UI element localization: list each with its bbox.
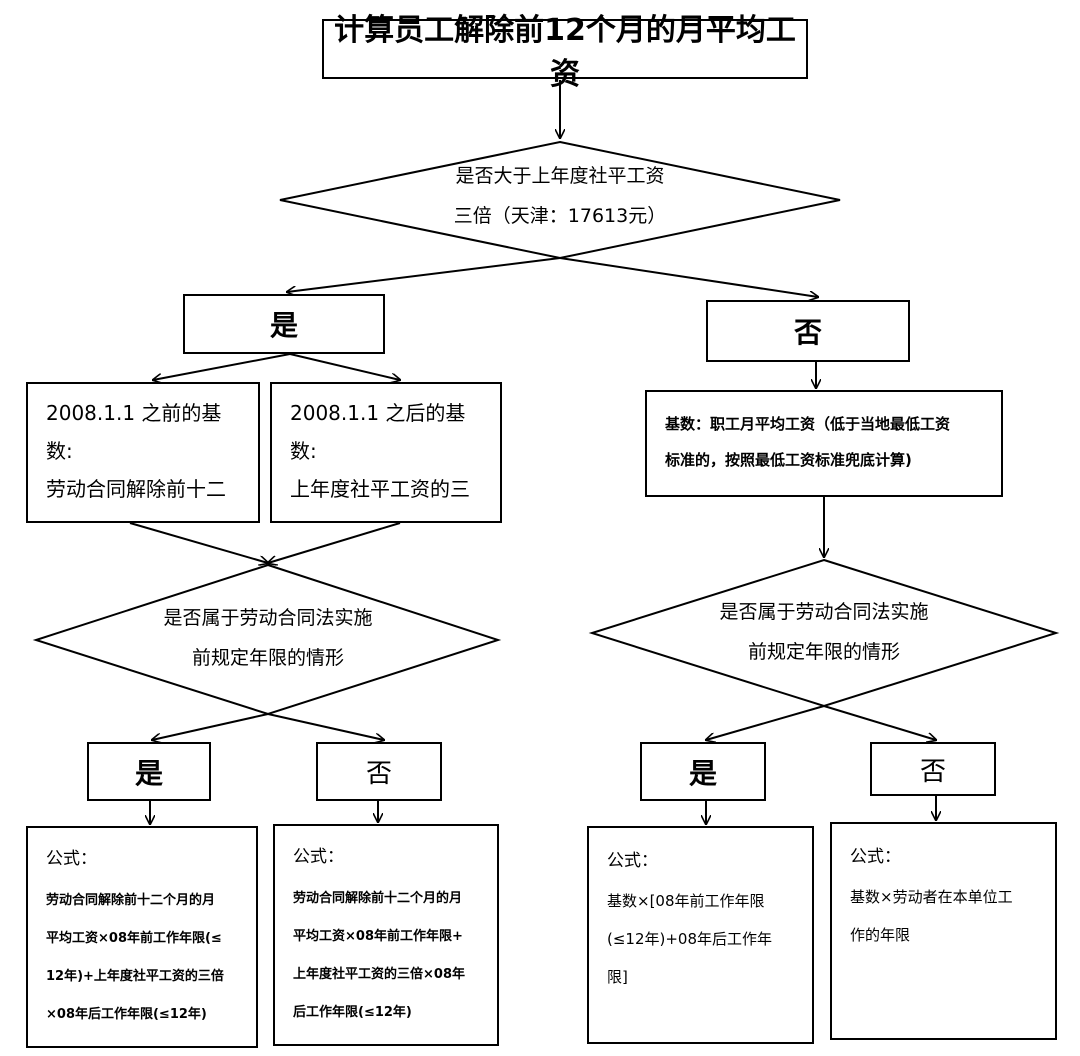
no2-right-label: 否	[919, 756, 946, 787]
base-after-line3: 上年度社平工资的三	[290, 477, 470, 501]
arrow-decision2-left-to-yes	[152, 713, 269, 740]
decision2-right-line1: 是否属于劳动合同法实施	[719, 601, 929, 623]
formula1-label: 公式：	[46, 849, 97, 869]
formula4-label: 公式：	[850, 847, 901, 867]
formula3-line: 限]	[607, 968, 628, 986]
right-base-box: 基数：职工月平均工资（低于当地最低工资 标准的，按照最低工资标准兜底计算)	[645, 390, 1003, 497]
formula4-line: 基数×劳动者在本单位工	[850, 888, 1013, 906]
base-before-2008-box: 2008.1.1 之前的基 数: 劳动合同解除前十二	[26, 382, 260, 523]
formula2-line: 后工作年限(≤12年)	[293, 1005, 412, 1020]
title-text: 计算员工解除前12个月的月平均工资	[334, 13, 796, 92]
formula2-line: 上年度社平工资的三倍×08年	[293, 967, 465, 982]
no1-box: 否	[706, 300, 910, 362]
formula1-line: 劳动合同解除前十二个月的月	[46, 893, 216, 908]
title-box: 计算员工解除前12个月的月平均工资	[322, 13, 808, 92]
decision2-right-text: 是否属于劳动合同法实施 前规定年限的情形	[684, 592, 964, 672]
decision2-left-text: 是否属于劳动合同法实施 前规定年限的情形	[128, 598, 408, 678]
formula2-line: 劳动合同解除前十二个月的月	[293, 891, 463, 906]
decision2-left-line2: 前规定年限的情形	[191, 647, 344, 669]
formula1-line: 12年)+上年度社平工资的三倍	[46, 969, 224, 984]
no1-label: 否	[793, 316, 822, 349]
decision1-line1: 是否大于上年度社平工资	[455, 165, 665, 187]
formula1-box: 公式： 劳动合同解除前十二个月的月 平均工资×08年前工作年限(≤ 12年)+上…	[26, 826, 258, 1048]
yes2-left-box: 是	[87, 742, 211, 801]
yes2-left-label: 是	[134, 756, 163, 790]
no2-left-label: 否	[365, 759, 392, 789]
decision1-line2: 三倍（天津：17613元）	[453, 205, 667, 227]
yes1-label: 是	[269, 309, 298, 342]
decision2-right-line2: 前规定年限的情形	[747, 641, 900, 663]
base-before-line2: 数:	[46, 439, 73, 463]
yes2-right-label: 是	[688, 756, 717, 790]
formula4-line: 作的年限	[850, 926, 911, 944]
arrow-decision2-left-to-no	[267, 713, 384, 740]
arrow-decision2-right-to-no	[823, 705, 936, 740]
decision2-left-line1: 是否属于劳动合同法实施	[163, 607, 373, 629]
formula4-box: 公式： 基数×劳动者在本单位工 作的年限	[830, 822, 1057, 1040]
base-after-line2: 数:	[290, 439, 317, 463]
formula3-line: 基数×[08年前工作年限	[607, 892, 765, 910]
arrow-yes-to-base-before	[153, 353, 291, 380]
arrow-base-after-to-decision2	[268, 522, 401, 563]
arrow-decision1-to-no	[559, 257, 818, 297]
decision1-text: 是否大于上年度社平工资 三倍（天津：17613元）	[400, 156, 720, 236]
formula3-label: 公式：	[607, 851, 658, 871]
base-after-2008-box: 2008.1.1 之后的基 数: 上年度社平工资的三	[270, 382, 502, 523]
base-before-line1: 2008.1.1 之前的基	[46, 401, 222, 425]
formula2-line: 平均工资×08年前工作年限+	[293, 929, 463, 944]
right-base-line1: 基数：职工月平均工资（低于当地最低工资	[665, 415, 951, 433]
base-before-line3: 劳动合同解除前十二	[46, 477, 226, 501]
yes2-right-box: 是	[640, 742, 766, 801]
formula3-box: 公式： 基数×[08年前工作年限 (≤12年)+08年后工作年 限]	[587, 826, 814, 1044]
right-base-line2: 标准的，按照最低工资标准兜底计算)	[665, 451, 912, 469]
formula1-line: ×08年后工作年限(≤12年)	[46, 1007, 207, 1022]
arrow-decision1-to-yes	[287, 257, 561, 292]
formula1-line: 平均工资×08年前工作年限(≤	[46, 931, 222, 946]
yes1-box: 是	[183, 294, 385, 354]
arrow-decision2-right-to-yes	[706, 705, 825, 740]
formula3-line: (≤12年)+08年后工作年	[607, 930, 773, 948]
arrow-yes-to-base-after	[289, 353, 400, 380]
arrow-base-before-to-decision2	[129, 522, 268, 563]
no2-left-box: 否	[316, 742, 442, 801]
formula2-box: 公式： 劳动合同解除前十二个月的月 平均工资×08年前工作年限+ 上年度社平工资…	[273, 824, 499, 1046]
formula2-label: 公式：	[293, 847, 344, 867]
base-after-line1: 2008.1.1 之后的基	[290, 401, 466, 425]
no2-right-box: 否	[870, 742, 996, 796]
